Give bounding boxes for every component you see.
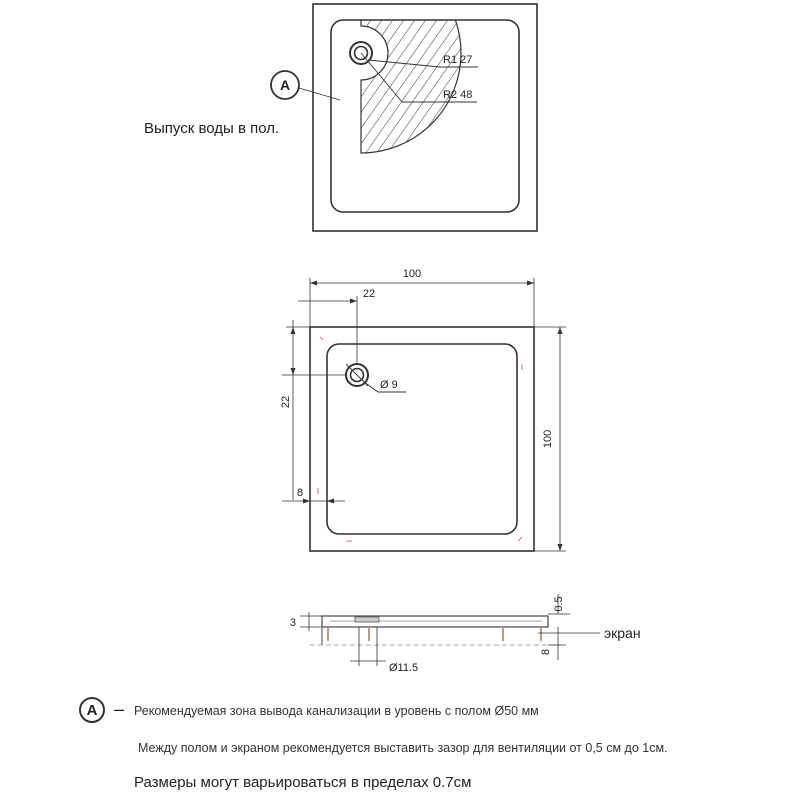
- legend-drain-zone-text: Рекомендуемая зона вывода канализации в …: [134, 704, 539, 718]
- outlet-diameter-label: Ø11.5: [389, 662, 418, 674]
- drain-diameter-leader: [363, 381, 379, 393]
- rim-label: 8: [297, 487, 303, 499]
- plan-outer-frame: [309, 326, 535, 552]
- marker-a-letter: A: [280, 77, 290, 93]
- legend-marker-a: A: [79, 697, 105, 723]
- plan-inner-basin: [326, 343, 518, 535]
- edge-label: 0.5: [553, 596, 565, 611]
- top-view-outer-frame: [312, 3, 538, 232]
- tray-height-label: 3: [290, 617, 296, 629]
- height-label: 100: [542, 430, 554, 448]
- radius-inner-label: R1 27: [443, 54, 472, 66]
- plan-corner-marks: [317, 336, 523, 542]
- radius-outer-leader: [360, 52, 403, 103]
- tray-body: [321, 615, 549, 628]
- radius-inner-leader: [367, 59, 441, 68]
- plan-view: Ø 9 100 22 22 8: [280, 268, 566, 552]
- drain-offset-y-label: 22: [280, 396, 292, 408]
- marker-a-circle: [270, 70, 300, 100]
- drain-diameter-label: Ø 9: [380, 379, 398, 391]
- ventilation-note: Между полом и экраном рекомендуется выст…: [138, 741, 668, 755]
- marker-a-leader: [298, 87, 341, 101]
- drain-to-floor-caption: Выпуск воды в пол.: [144, 120, 280, 137]
- side-view: 3 0.5 экран 8 Ø11.5: [290, 594, 641, 674]
- side-drain-fitting: [354, 616, 380, 623]
- size-variation-note: Размеры могут варьироваться в пределах 0…: [134, 774, 472, 791]
- screen-label: экран: [604, 625, 641, 641]
- tray-legs: [327, 627, 542, 641]
- top-view: R1 27 R2 48 A: [270, 3, 538, 232]
- screen-gap-label: 8: [540, 649, 552, 655]
- width-label: 100: [403, 268, 421, 280]
- drain-zone-hatched-area: [360, 20, 462, 154]
- radius-outer-label: R2 48: [443, 89, 472, 101]
- drain-offset-x-label: 22: [363, 288, 375, 300]
- legend-dash: –: [114, 699, 125, 719]
- legend-marker-letter: A: [86, 701, 98, 719]
